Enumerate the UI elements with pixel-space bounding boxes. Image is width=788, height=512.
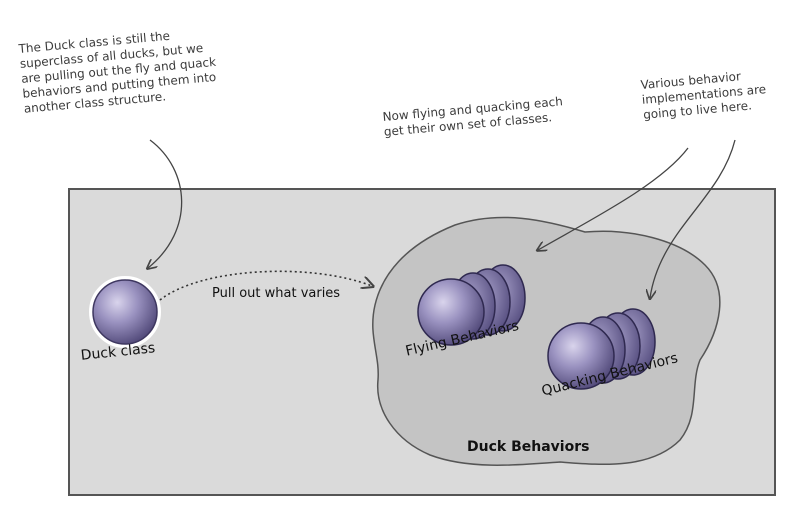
- note-right-arrow-quacking: [650, 139, 736, 298]
- duck-behaviors-label: Duck Behaviors: [467, 439, 590, 455]
- pull-out-label: Pull out what varies: [212, 286, 341, 301]
- note-left-arrow: [148, 139, 183, 268]
- pull-out-arrow: [159, 270, 372, 301]
- quacking-behaviors-stack: [547, 308, 656, 390]
- flying-behaviors-stack: [417, 264, 526, 346]
- note-right-arrow-flying: [538, 147, 689, 250]
